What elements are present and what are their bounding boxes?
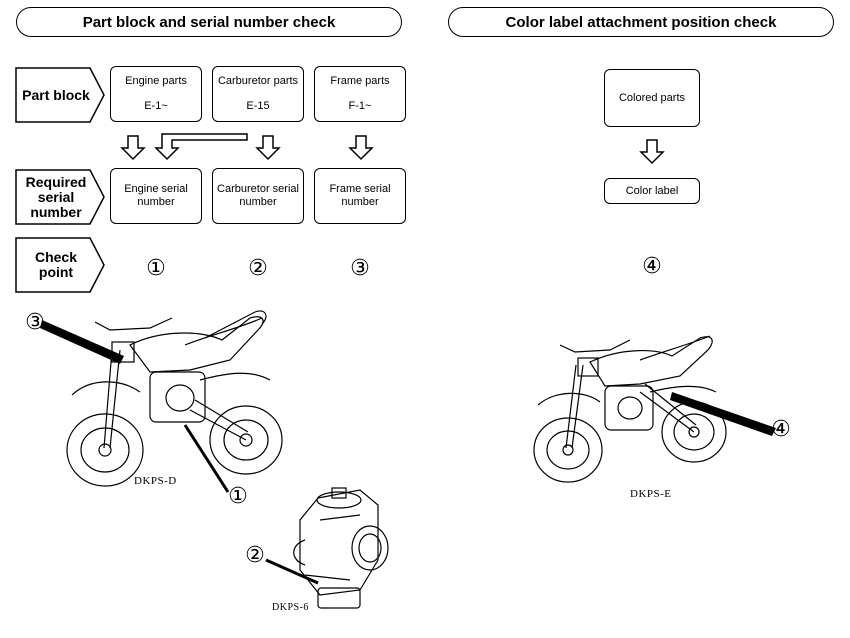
colored-parts-text: Colored parts: [618, 91, 686, 104]
callout-2-leader: [265, 558, 319, 585]
part-block-carburetor: Carburetor parts E-15: [212, 66, 304, 122]
serial-engine-line1: Engine serial: [124, 183, 188, 195]
callout-1-leader: [183, 424, 230, 493]
arrow-colored-down: [639, 139, 665, 165]
number-text: number: [30, 203, 82, 220]
callout-frame: ③: [25, 310, 45, 335]
serial-carburetor-line1: Carburetor serial: [217, 183, 299, 195]
part-block-frame-code: F-1~: [348, 100, 372, 112]
point-text: point: [38, 264, 74, 280]
part-block-text: Part block: [22, 86, 90, 103]
carb-caption: DKPS-6: [272, 602, 309, 613]
required-text: Required: [25, 173, 87, 190]
row-label-check-point: Check point: [16, 238, 96, 292]
color-label-box: Color label: [604, 178, 700, 204]
serial-engine: Engine serial number: [110, 168, 202, 224]
arrow-carb-down: [255, 135, 281, 161]
row-label-required-serial: Required serial number: [16, 170, 96, 224]
check-text: Check: [34, 249, 78, 265]
check-point-1: ①: [146, 256, 166, 281]
part-block-frame-name: Frame parts: [330, 75, 390, 87]
part-block-carburetor-code: E-15: [246, 100, 270, 112]
serial-text: serial: [37, 188, 75, 205]
color-label-text: Color label: [625, 184, 679, 197]
part-block-engine-name: Engine parts: [125, 75, 187, 87]
check-point-arrow: [15, 237, 105, 293]
serial-carburetor: Carburetor serial number: [212, 168, 304, 224]
callout-color: ④: [771, 417, 791, 442]
header-part-block-check: Part block and serial number check: [16, 7, 402, 37]
serial-frame-line2: number: [341, 196, 379, 208]
required-serial-arrow: [15, 169, 105, 225]
bike-right-caption: DKPS-E: [630, 488, 672, 500]
part-block-carburetor-name: Carburetor parts: [217, 75, 299, 87]
serial-frame-line1: Frame serial: [329, 183, 391, 195]
part-block-arrow: [15, 67, 105, 123]
colored-parts-box: Colored parts: [604, 69, 700, 127]
check-point-4: ④: [642, 254, 662, 279]
row-label-part-block: Part block: [16, 68, 96, 122]
check-point-2: ②: [248, 256, 268, 281]
serial-frame: Frame serial number: [314, 168, 406, 224]
callout-3-leader: [40, 320, 124, 364]
part-block-engine-code: E-1~: [144, 100, 168, 112]
bike-left-caption: DKPS-D: [134, 475, 177, 487]
part-block-engine: Engine parts E-1~: [110, 66, 202, 122]
arrow-engine-down: [120, 135, 146, 161]
serial-engine-line2: number: [137, 196, 175, 208]
arrow-carb-to-engine-shape: [154, 133, 248, 161]
arrow-frame-down: [348, 135, 374, 161]
header-color-label-check: Color label attachment position check: [448, 7, 834, 37]
serial-carburetor-line2: number: [239, 196, 277, 208]
callout-carb: ②: [245, 543, 265, 568]
part-block-frame: Frame parts F-1~: [314, 66, 406, 122]
callout-engine: ①: [228, 484, 248, 509]
callout-4-leader: [670, 392, 776, 436]
check-point-3: ③: [350, 256, 370, 281]
